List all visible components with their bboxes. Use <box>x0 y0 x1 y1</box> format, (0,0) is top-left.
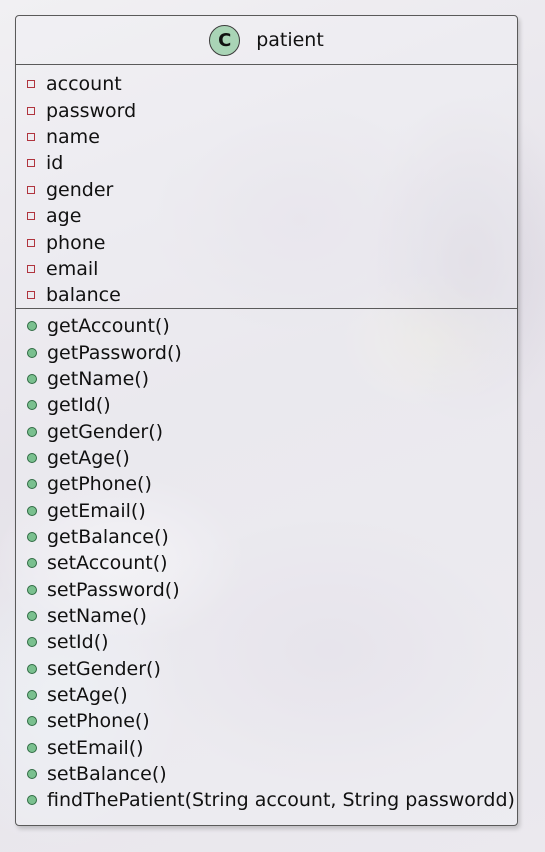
method-row: setEmail() <box>16 735 517 761</box>
method-row: getId() <box>16 392 517 418</box>
method-name: getAge() <box>47 446 130 469</box>
method-row: setGender() <box>16 655 517 681</box>
class-stereotype-letter: C <box>218 29 232 51</box>
method-row: getName() <box>16 366 517 392</box>
public-method-circle-icon <box>27 426 37 437</box>
private-field-square-icon <box>27 106 35 115</box>
uml-class-box[interactable]: C patient account password name id gende… <box>15 15 518 826</box>
public-method-circle-icon <box>27 663 37 674</box>
private-field-square-icon <box>27 264 35 273</box>
method-row: getEmail() <box>16 497 517 523</box>
method-name: getPassword() <box>47 341 182 364</box>
class-name: patient <box>256 29 324 51</box>
method-name: findThePatient(String account, String pa… <box>47 789 515 812</box>
private-field-square-icon <box>27 80 35 89</box>
field-name: account <box>46 73 122 96</box>
method-name: getEmail() <box>47 499 146 522</box>
public-method-circle-icon <box>27 689 37 700</box>
field-row: name <box>16 124 517 150</box>
public-method-circle-icon <box>27 373 37 384</box>
field-row: password <box>16 97 517 123</box>
fields-section: account password name id gender age phon… <box>16 65 517 309</box>
public-method-circle-icon <box>27 505 37 516</box>
field-name: name <box>46 125 100 148</box>
public-method-circle-icon <box>27 531 37 542</box>
method-name: setPhone() <box>47 710 150 733</box>
method-row: getAccount() <box>16 313 517 339</box>
public-method-circle-icon <box>27 347 37 358</box>
public-method-circle-icon <box>27 637 37 648</box>
private-field-square-icon <box>27 212 35 221</box>
method-name: setAccount() <box>47 552 168 575</box>
class-circle-icon: C <box>209 24 241 56</box>
field-row: age <box>16 203 517 229</box>
method-row: setPhone() <box>16 708 517 734</box>
field-row: gender <box>16 177 517 203</box>
field-name: gender <box>46 178 114 201</box>
field-row: balance <box>16 282 517 308</box>
public-method-circle-icon <box>27 479 37 490</box>
field-name: balance <box>46 284 121 307</box>
public-method-circle-icon <box>27 321 37 332</box>
field-row: id <box>16 150 517 176</box>
method-row: getAge() <box>16 445 517 471</box>
method-row: getPhone() <box>16 471 517 497</box>
method-name: getBalance() <box>47 525 169 548</box>
field-name: email <box>46 257 99 280</box>
method-row: setPassword() <box>16 576 517 602</box>
method-name: getName() <box>47 367 150 390</box>
field-name: password <box>46 99 137 122</box>
methods-section: getAccount() getPassword() getName() get… <box>16 309 517 814</box>
private-field-square-icon <box>27 238 35 247</box>
method-name: setAge() <box>47 683 128 706</box>
private-field-square-icon <box>27 132 35 141</box>
method-name: getPhone() <box>47 473 152 496</box>
public-method-circle-icon <box>27 742 37 753</box>
public-method-circle-icon <box>27 769 37 780</box>
method-name: setId() <box>47 631 109 654</box>
field-row: phone <box>16 229 517 255</box>
field-name: id <box>46 152 64 175</box>
public-method-circle-icon <box>27 400 37 411</box>
method-row: getPassword() <box>16 339 517 365</box>
method-name: setName() <box>47 604 147 627</box>
method-name: setPassword() <box>47 578 180 601</box>
private-field-square-icon <box>27 185 35 194</box>
public-method-circle-icon <box>27 716 37 727</box>
method-row: setAccount() <box>16 550 517 576</box>
private-field-square-icon <box>27 159 35 168</box>
method-name: setGender() <box>47 657 161 680</box>
public-method-circle-icon <box>27 558 37 569</box>
field-row: email <box>16 256 517 282</box>
public-method-circle-icon <box>27 452 37 463</box>
method-row: getBalance() <box>16 524 517 550</box>
method-row: setName() <box>16 603 517 629</box>
private-field-square-icon <box>27 291 35 300</box>
public-method-circle-icon <box>27 584 37 595</box>
field-name: phone <box>46 231 106 254</box>
field-name: age <box>46 205 82 228</box>
method-name: getId() <box>47 394 111 417</box>
method-row: setId() <box>16 629 517 655</box>
method-name: setBalance() <box>47 763 167 786</box>
public-method-circle-icon <box>27 610 37 621</box>
public-method-circle-icon <box>27 795 37 806</box>
field-row: account <box>16 71 517 97</box>
method-name: getAccount() <box>47 315 170 338</box>
method-row: setAge() <box>16 682 517 708</box>
method-row: setBalance() <box>16 761 517 787</box>
method-row: getGender() <box>16 418 517 444</box>
class-header: C patient <box>16 16 517 65</box>
method-name: setEmail() <box>47 736 144 759</box>
method-row: findThePatient(String account, String pa… <box>16 787 517 813</box>
method-name: getGender() <box>47 420 164 443</box>
